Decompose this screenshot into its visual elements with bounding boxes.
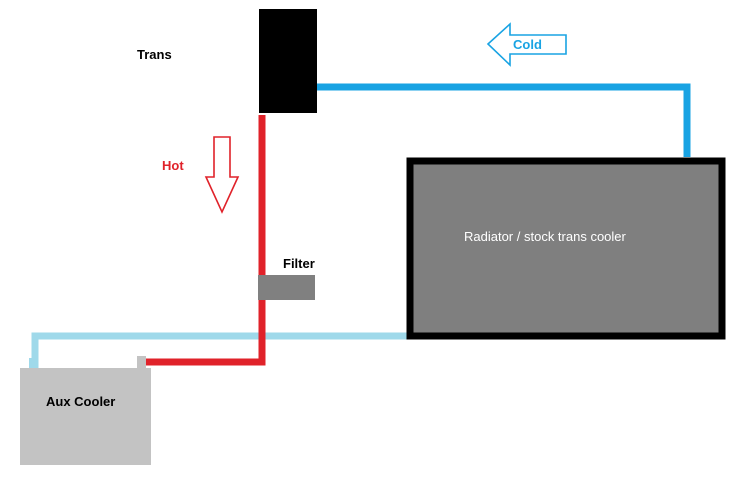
filter-block (258, 275, 315, 300)
aux-cooler-return-port (29, 358, 38, 368)
trans-block (259, 9, 317, 113)
aux-cooler-label: Aux Cooler (46, 394, 116, 409)
radiator-block (406, 157, 726, 340)
hot-arrow-icon (204, 136, 240, 214)
return-line (31, 332, 410, 368)
hot-line (138, 115, 266, 368)
radiator-label: Radiator / stock trans cooler (464, 229, 626, 244)
cold-arrow-icon (486, 22, 567, 67)
cold-line (316, 83, 691, 157)
cold-label: Cold (513, 37, 542, 52)
aux-cooler-hot-port (137, 356, 146, 368)
aux-cooler-block (20, 368, 151, 465)
filter-label: Filter (283, 256, 315, 271)
trans-label: Trans (137, 47, 172, 62)
hot-label: Hot (162, 158, 184, 173)
